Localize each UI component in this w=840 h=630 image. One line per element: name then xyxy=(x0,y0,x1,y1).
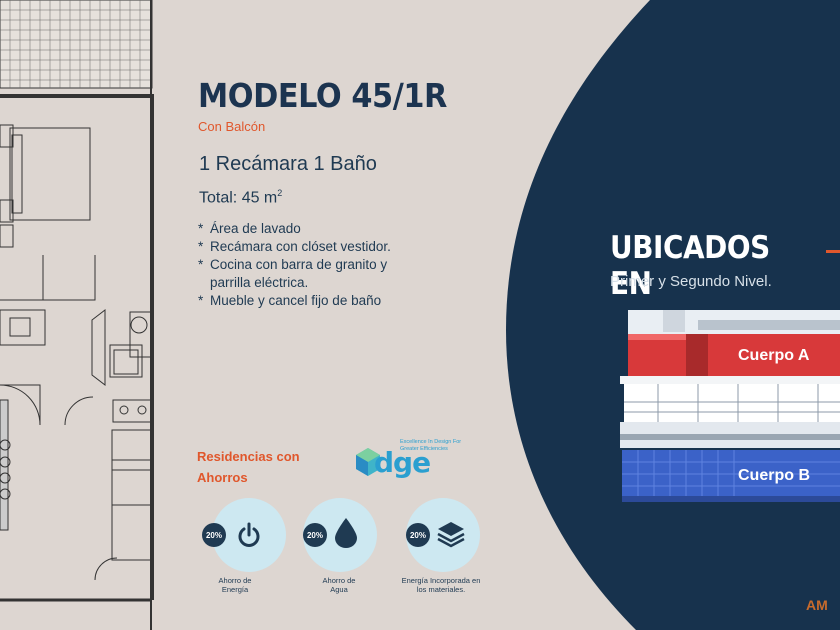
feature-text: Recámara con clóset vestidor. xyxy=(210,239,391,254)
total-area-label: Total: 45 m xyxy=(199,189,278,207)
layers-icon xyxy=(437,522,465,548)
feature-item: *Cocina con barra de granito y parrilla … xyxy=(198,257,388,290)
percent-badge: 20% xyxy=(303,523,327,547)
building-illustration xyxy=(620,310,840,502)
edge-tagline: Excellence In Design For Greater Efficie… xyxy=(400,439,462,452)
power-icon xyxy=(238,522,260,547)
location-heading: UBICADOS EN xyxy=(610,230,770,302)
feature-item: *Recámara con clóset vestidor. xyxy=(198,239,391,254)
model-title: MODELO 45/1R xyxy=(198,76,447,115)
feature-text: Mueble y cancel fijo de baño xyxy=(210,293,382,308)
heading-accent-line xyxy=(826,250,840,253)
model-subtitle: Con Balcón xyxy=(198,119,266,134)
brand-logo-text: AM xyxy=(806,597,828,613)
building-b-label: Cuerpo B xyxy=(738,467,810,484)
percent-badge: 20% xyxy=(202,523,226,547)
materials-badge: 20% xyxy=(406,498,480,572)
water-drop-icon xyxy=(335,518,357,548)
water-label: Ahorro de Agua xyxy=(322,576,356,594)
building-a-label: Cuerpo A xyxy=(738,347,810,364)
total-area: Total: 45 m2 xyxy=(199,188,282,207)
percent-badge: 20% xyxy=(406,523,430,547)
feature-item: *Área de lavado xyxy=(198,221,301,236)
edge-wordmark: dge xyxy=(374,446,431,479)
energy-label: Ahorro de Energía xyxy=(218,576,252,594)
feature-item: *Mueble y cancel fijo de baño xyxy=(198,293,382,308)
floor-plan xyxy=(0,0,154,630)
feature-text: Cocina con barra de granito y parrilla e… xyxy=(210,257,388,290)
feature-text: Área de lavado xyxy=(210,221,301,236)
water-badge: 20% xyxy=(303,498,377,572)
materials-label: Energía Incorporada en los materiales. xyxy=(401,576,481,594)
levels-text: Primer y Segundo Nivel. xyxy=(610,273,772,290)
edge-hex-icon xyxy=(356,448,380,476)
total-area-unit-exponent: 2 xyxy=(277,188,283,198)
energy-badge: 20% xyxy=(202,498,286,572)
savings-title: Residencias con Ahorros xyxy=(197,449,300,485)
feature-list: *Área de lavado *Recámara con clóset ves… xyxy=(198,220,398,310)
rooms-summary: 1 Recámara 1 Baño xyxy=(199,153,377,175)
edge-logo: dge Excellence In Design For Greater Eff… xyxy=(356,438,476,486)
